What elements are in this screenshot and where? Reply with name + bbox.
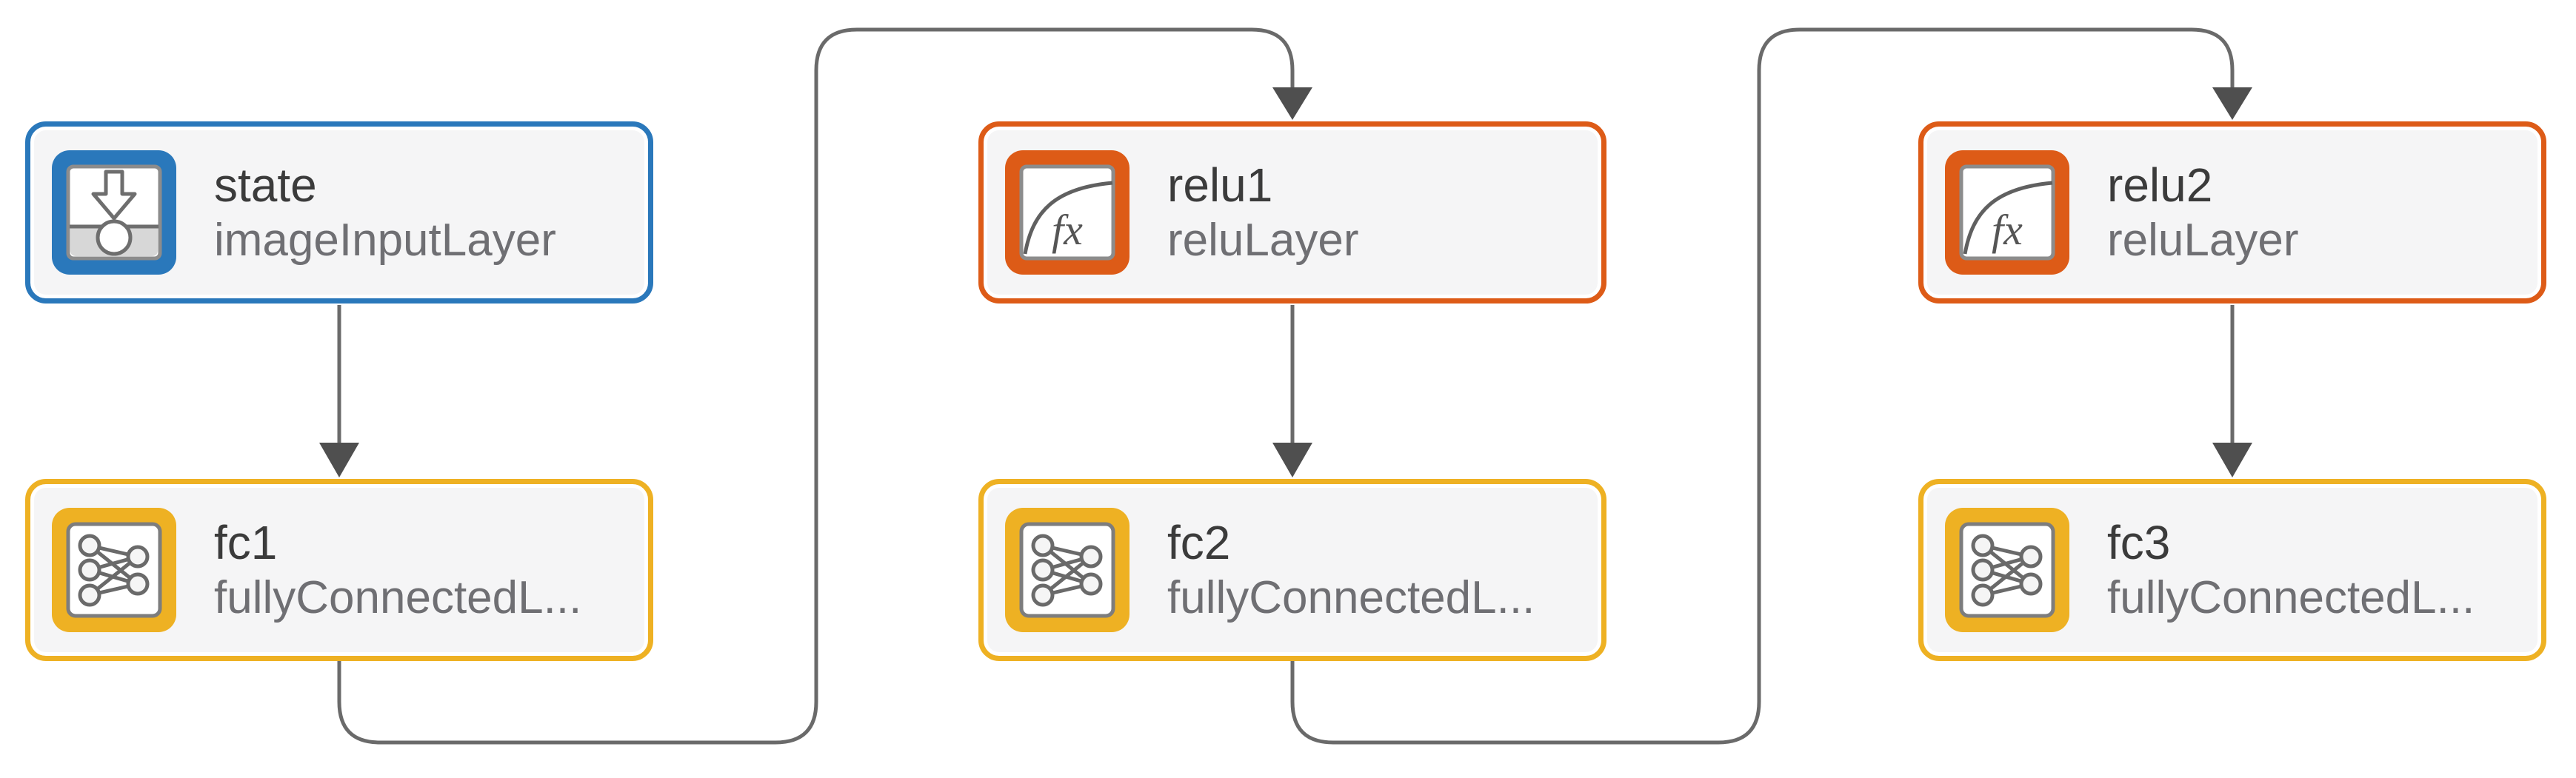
relu-icon: fx bbox=[1005, 150, 1129, 275]
relu-icon: fx bbox=[1945, 150, 2069, 275]
layer-node-state[interactable]: state imageInputLayer bbox=[25, 121, 653, 304]
layer-node-relu2[interactable]: fx relu2 reluLayer bbox=[1918, 121, 2546, 304]
fully-connected-icon bbox=[52, 508, 176, 632]
layer-type: reluLayer bbox=[1167, 215, 1359, 266]
layer-name: relu2 bbox=[2107, 158, 2213, 212]
layer-type: fullyConnectedL... bbox=[2107, 572, 2475, 624]
layer-labels: fc3 fullyConnectedL... bbox=[2107, 515, 2475, 626]
edge-state-fc1 bbox=[319, 305, 359, 477]
layer-node-fc1[interactable]: fc1 fullyConnectedL... bbox=[25, 479, 653, 661]
layer-node-relu1[interactable]: fx relu1 reluLayer bbox=[978, 121, 1606, 304]
svg-text:fx: fx bbox=[1992, 206, 2023, 254]
image-input-icon bbox=[52, 150, 176, 275]
layer-name: fc3 bbox=[2107, 515, 2171, 569]
layer-node-fc2[interactable]: fc2 fullyConnectedL... bbox=[978, 479, 1606, 661]
layer-type: imageInputLayer bbox=[214, 215, 556, 266]
layer-labels: state imageInputLayer bbox=[214, 158, 556, 268]
layer-name: fc2 bbox=[1167, 515, 1231, 569]
layer-labels: relu2 reluLayer bbox=[2107, 158, 2298, 268]
layer-type: fullyConnectedL... bbox=[214, 572, 582, 624]
layer-name: state bbox=[214, 158, 317, 212]
layer-labels: relu1 reluLayer bbox=[1167, 158, 1358, 268]
layer-node-fc3[interactable]: fc3 fullyConnectedL... bbox=[1918, 479, 2546, 661]
layer-type: fullyConnectedL... bbox=[1167, 572, 1535, 624]
fully-connected-icon bbox=[1005, 508, 1129, 632]
svg-text:fx: fx bbox=[1052, 206, 1083, 254]
layer-labels: fc2 fullyConnectedL... bbox=[1167, 515, 1535, 626]
edge-relu1-fc2 bbox=[1272, 305, 1312, 477]
edge-relu2-fc3 bbox=[2212, 305, 2252, 477]
layer-name: relu1 bbox=[1167, 158, 1273, 212]
layer-type: reluLayer bbox=[2107, 215, 2299, 266]
layer-name: fc1 bbox=[214, 515, 278, 569]
fully-connected-icon bbox=[1945, 508, 2069, 632]
layer-labels: fc1 fullyConnectedL... bbox=[214, 515, 581, 626]
